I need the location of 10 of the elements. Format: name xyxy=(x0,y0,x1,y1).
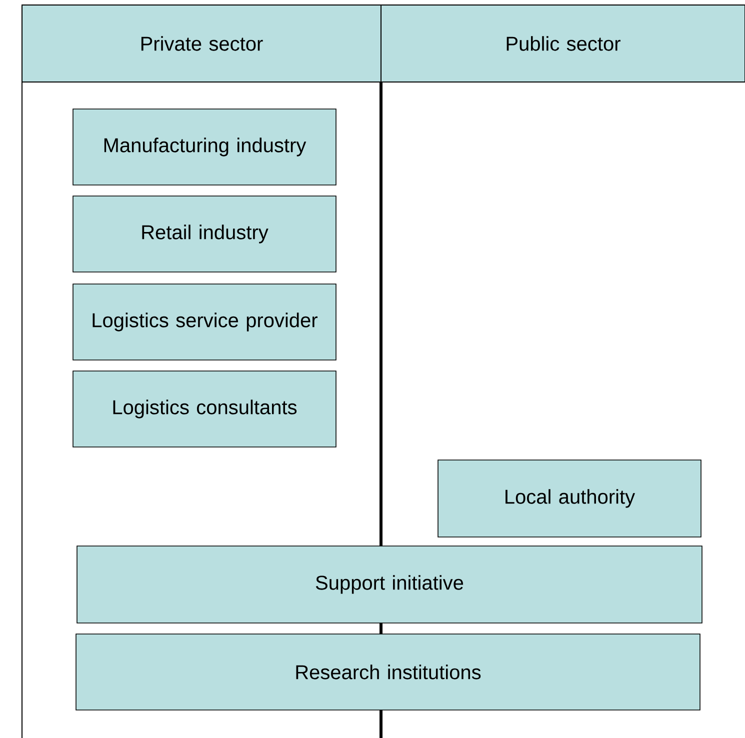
node-label: Public sector xyxy=(506,36,620,51)
category-box: Retail industry xyxy=(72,196,336,272)
category-box: Logistics service provider xyxy=(72,284,336,360)
column-header: Private sector xyxy=(22,4,382,82)
category-box: Logistics consultants xyxy=(72,370,336,448)
category-box: Local authority xyxy=(438,460,702,538)
category-box: Support initiative xyxy=(76,546,702,624)
category-box: Research institutions xyxy=(76,634,700,710)
category-box: Manufacturing industry xyxy=(72,108,336,186)
column-header: Public sector xyxy=(380,4,745,82)
